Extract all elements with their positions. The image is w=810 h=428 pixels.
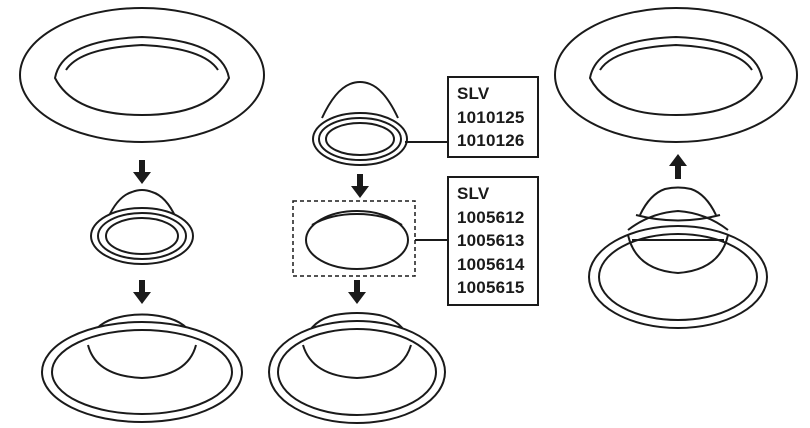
arrow-down-icon	[348, 280, 366, 304]
arrow-down-icon	[133, 280, 151, 304]
diffuser-lens	[305, 210, 409, 270]
part-number: 1005612	[457, 207, 525, 227]
assembled-downlight-left	[41, 313, 243, 423]
trim-ring-top-left	[19, 7, 265, 143]
callout-box-bottom: SLV 1005612 1005613 1005614 1005615	[447, 176, 539, 306]
part-number: 1005614	[457, 254, 525, 274]
arrow-down-icon	[351, 174, 369, 198]
callout-box-top: SLV 1010125 1010126	[447, 76, 539, 158]
trim-ring-top-right	[554, 7, 798, 143]
reflector-cone-top	[312, 81, 408, 166]
assembled-downlight-right	[588, 186, 768, 329]
part-number: 1010125	[457, 107, 525, 127]
arrow-down-icon	[133, 160, 151, 184]
reflector-cone	[90, 189, 194, 265]
part-number: 1005615	[457, 278, 525, 297]
part-number: 1005613	[457, 231, 525, 250]
part-number: 1010126	[457, 131, 525, 150]
assembled-downlight-middle	[268, 312, 446, 424]
callout-text: SLV	[457, 184, 490, 203]
callout-text: SLV	[457, 84, 490, 103]
arrow-up-icon	[669, 154, 687, 179]
